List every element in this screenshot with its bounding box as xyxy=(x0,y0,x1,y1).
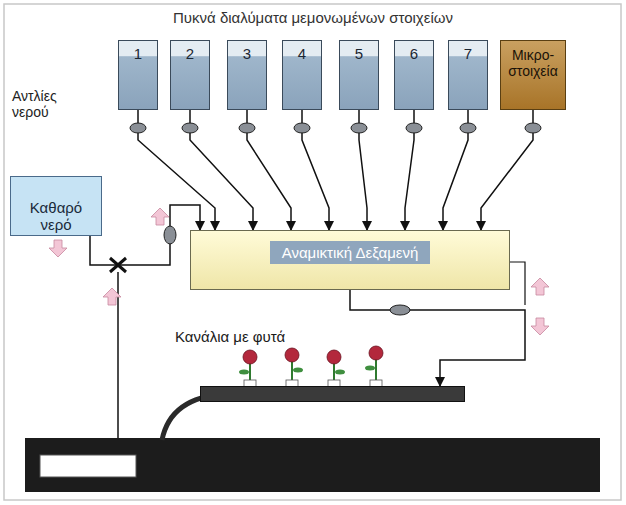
growing-channel xyxy=(200,386,465,402)
mixing-junction xyxy=(110,258,126,272)
stock-tank: 2 xyxy=(170,40,210,110)
node-label: Καθαρό νερό xyxy=(15,199,97,233)
overflow-pipe xyxy=(510,262,525,305)
stock-tank: 4 xyxy=(282,40,322,110)
pipe-connector xyxy=(90,205,200,265)
water-tank: Καθαρό νερό xyxy=(10,176,102,236)
valves xyxy=(130,123,541,315)
stock-tank: 1 xyxy=(118,40,158,110)
tank-number: 7 xyxy=(449,45,487,62)
node-label: Αναμικτική Δεξαμενή xyxy=(270,241,431,264)
node-label: Μικρο- στοιχεία xyxy=(504,47,562,79)
tank-number: 5 xyxy=(340,45,378,62)
frame xyxy=(4,4,621,500)
plant-channel: Κανάλια με φυτά xyxy=(175,328,465,402)
pipe-connector xyxy=(138,110,215,230)
plants xyxy=(239,346,383,388)
stock-tank: 5 xyxy=(339,40,379,110)
micronutrient-tank: Μικρο- στοιχεία xyxy=(500,40,566,110)
tank-number: 3 xyxy=(228,45,266,62)
stock-tank: 7 xyxy=(448,40,488,110)
stock-tank: 3 xyxy=(227,40,267,110)
reservoir xyxy=(40,455,136,477)
tank-number: 4 xyxy=(283,45,321,62)
pump-label: Αντλίες νερού xyxy=(12,88,92,120)
return-pipe xyxy=(117,272,119,456)
flow-arrows xyxy=(49,208,549,335)
base xyxy=(25,438,600,492)
title: Πυκνά διαλύματα μεμονωμένων στοιχείων xyxy=(0,9,626,26)
tank-number: 6 xyxy=(395,45,433,62)
stock-tank: 6 xyxy=(394,40,434,110)
node-label: Κανάλια με φυτά xyxy=(175,328,465,345)
pipe-connector xyxy=(350,290,525,386)
tank-number: 1 xyxy=(119,45,157,62)
tank-number: 2 xyxy=(171,45,209,62)
mixing-tank: Αναμικτική Δεξαμενή xyxy=(190,230,510,290)
